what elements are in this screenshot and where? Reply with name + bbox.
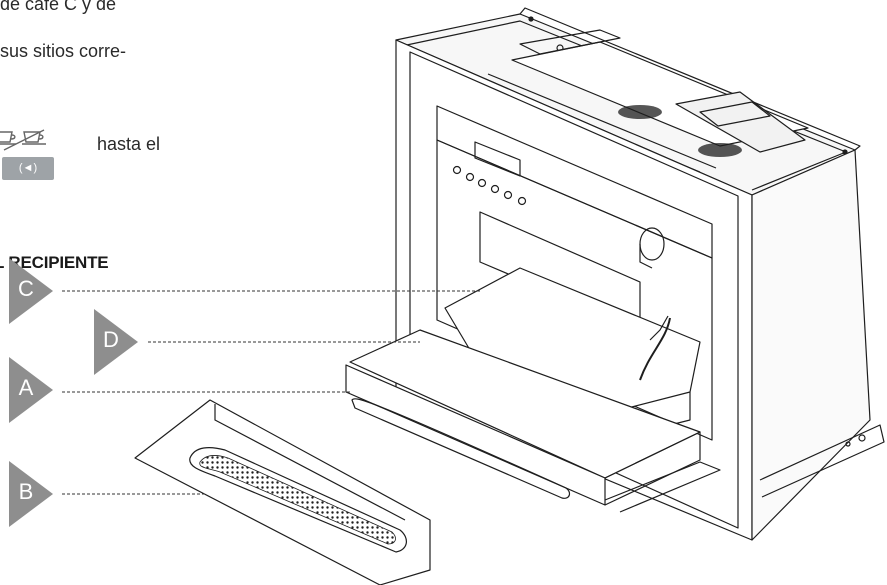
rewind-button: (◄) bbox=[2, 157, 54, 180]
callout-label-b: B bbox=[18, 479, 34, 504]
callout-label-a: A bbox=[18, 375, 34, 400]
instruction-text-3: hasta el bbox=[97, 134, 161, 154]
callout-marker-a: A bbox=[9, 357, 55, 423]
coffee-cups-icon bbox=[0, 129, 46, 151]
section-heading: L RECIPIENTE bbox=[0, 253, 109, 272]
instruction-text-2: sus sitios corre- bbox=[0, 41, 127, 61]
callout-marker-d: D bbox=[94, 309, 140, 375]
callout-marker-c: C bbox=[9, 258, 55, 324]
instruction-text-1: de café C y de bbox=[0, 0, 117, 14]
callout-marker-b: B bbox=[9, 461, 55, 527]
callout-label-d: D bbox=[103, 327, 119, 352]
callout-label-c: C bbox=[18, 276, 34, 301]
